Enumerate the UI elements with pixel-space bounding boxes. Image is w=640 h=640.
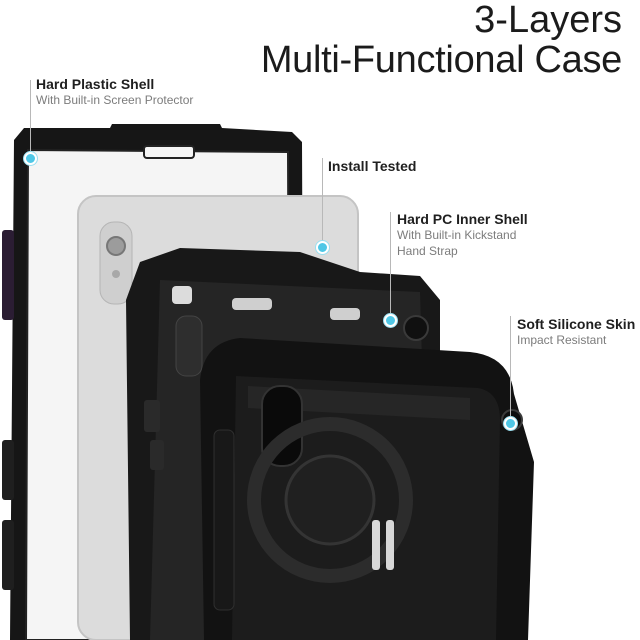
silicone-label: Soft Silicone Skin [517, 316, 636, 332]
hard-shell-sub: With Built-in Screen Protector [36, 93, 194, 107]
silicone-leader-line [510, 316, 511, 424]
hard-shell-leader-line [30, 80, 31, 158]
inner-shell-leader-line [390, 212, 391, 320]
silicone-marker-dot [504, 417, 517, 430]
install-leader-line [322, 158, 323, 246]
inner-shell-label: Hard PC Inner Shell [397, 211, 528, 227]
hard-shell-callout: Hard Plastic Shell With Built-in Screen … [36, 76, 193, 108]
soft-silicone-skin-image [200, 338, 534, 640]
silicone-callout: Soft Silicone Skin Impact Resistant [517, 316, 635, 348]
install-label: Install Tested [328, 158, 417, 174]
page-title: 3-Layers Multi-Functional Case [261, 0, 622, 81]
title-line-1: 3-Layers [474, 0, 622, 41]
title-line-2: Multi-Functional Case [260, 39, 622, 82]
silicone-sub: Impact Resistant [517, 333, 607, 347]
inner-shell-marker-dot [384, 314, 397, 327]
hard-shell-label: Hard Plastic Shell [36, 76, 155, 92]
install-callout: Install Tested [328, 158, 416, 174]
install-marker-dot [316, 241, 329, 254]
inner-shell-callout: Hard PC Inner Shell With Built-in Kickst… [397, 211, 528, 259]
inner-shell-sub-1: With Built-in Kickstand [397, 228, 517, 242]
hard-shell-marker-dot [24, 152, 37, 165]
inner-shell-sub-2: Hand Strap [397, 244, 458, 259]
